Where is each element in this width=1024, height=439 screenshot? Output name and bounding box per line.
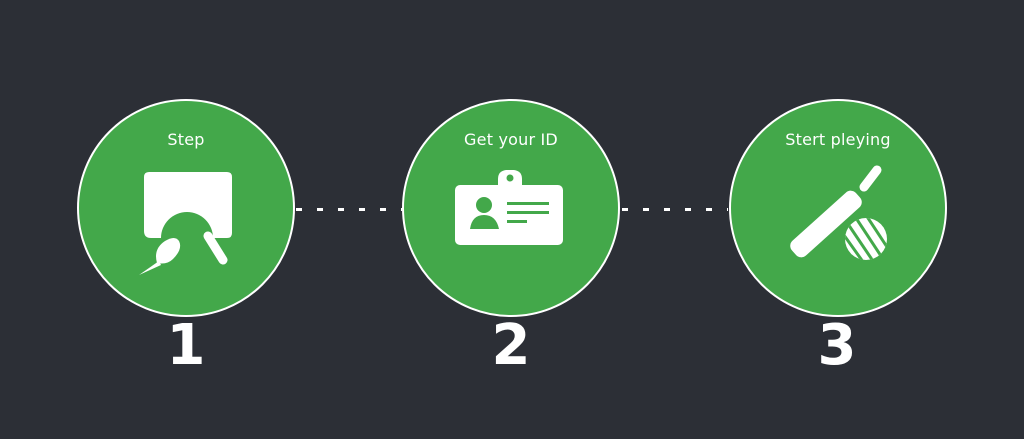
cricket-bat-ball-icon (790, 165, 887, 260)
step-3-title: Stert pleying (785, 130, 891, 149)
step-3-number: 3 (817, 313, 857, 378)
id-card-icon (455, 170, 563, 245)
connector-1-2 (296, 208, 402, 211)
step-1-title: Step (167, 130, 205, 149)
step-2-title: Get your ID (464, 130, 558, 149)
step-2-circle (402, 99, 620, 317)
setup-equipment-icon (139, 172, 232, 275)
step-1-number: 1 (166, 313, 206, 378)
step-3: Stert pleying (729, 99, 947, 317)
step-2-number: 2 (491, 313, 531, 378)
step-1: Step (77, 99, 295, 317)
step-2: Get your ID (402, 99, 620, 317)
connector-2-3 (622, 208, 728, 211)
